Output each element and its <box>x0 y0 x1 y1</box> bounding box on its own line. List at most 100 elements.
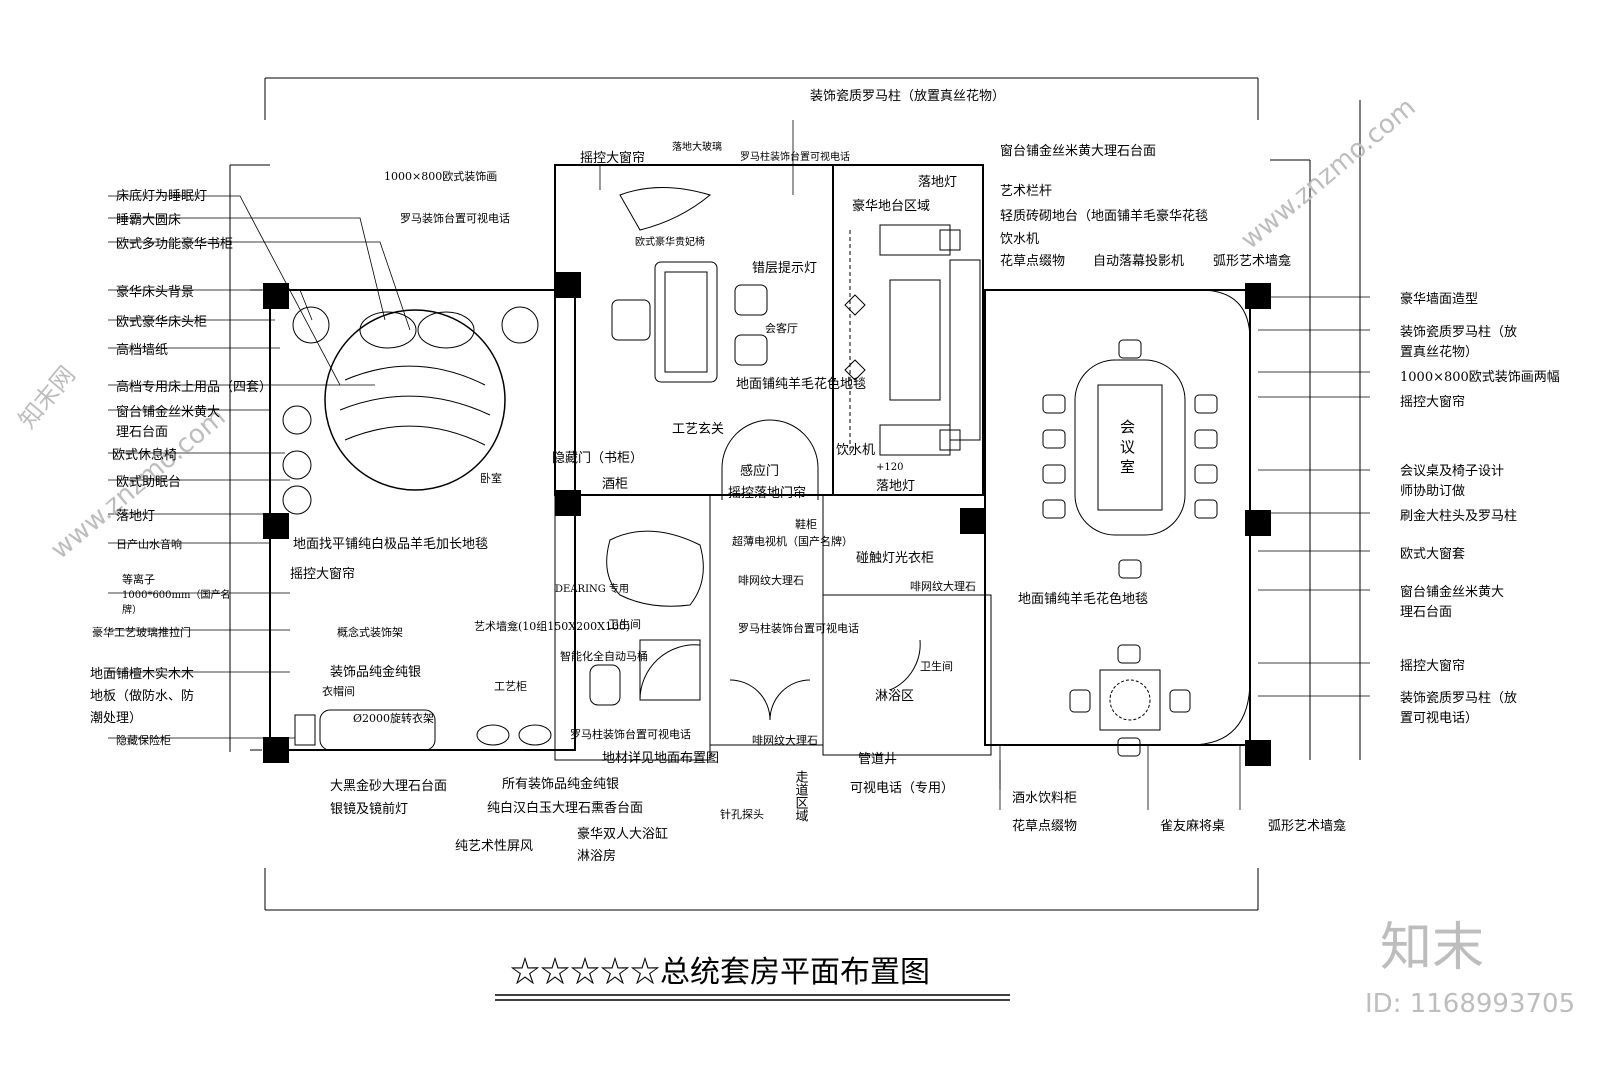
left-callout-10: 欧式助眠台 <box>116 475 181 490</box>
label-jade-marble: 纯白汉白玉大理石熏香台面 <box>487 800 643 816</box>
label-wine-cab: 酒水饮料柜 <box>1012 791 1077 806</box>
room-meeting-b: 议 <box>1120 438 1135 456</box>
right-callout-6: 师协助订做 <box>1400 484 1465 499</box>
label-pinhole: 针孔探头 <box>720 807 764 821</box>
label-roman-phone-mid: 罗马柱装饰台置可视电话 <box>738 621 859 635</box>
page-title: ☆☆☆☆☆总统套房平面布置图 <box>510 955 930 990</box>
label-double-tub: 豪华双人大浴缸 <box>577 826 668 842</box>
label-water-dispenser2: 饮水机 <box>836 443 875 458</box>
right-callout-11: 摇控大窗帘 <box>1400 658 1465 674</box>
label-floor-lamp2: 落地灯 <box>876 479 915 494</box>
room-shower: 淋浴区 <box>875 689 914 704</box>
watermark-site-left: 知末网 <box>13 361 81 434</box>
label-video-phone: 可视电话（专用） <box>850 781 954 796</box>
left-callout-20: 隐藏保险柜 <box>116 733 171 747</box>
label-water-dispenser: 饮水机 <box>1000 232 1039 247</box>
watermark: 知末 ID: 1168993705 知末网 www.znzmo.com www.… <box>13 92 1575 1019</box>
room-cabinet: 工艺柜 <box>494 680 527 693</box>
room-entrance: 工艺玄关 <box>672 422 724 437</box>
room-carpet-meeting: 地面铺纯羊毛花色地毯 <box>1018 591 1148 607</box>
label-bed-carpet: 地面找平铺纯白极品羊毛加长地毯 <box>293 536 488 552</box>
right-callouts: 豪华墙面造型 装饰瓷质罗马柱（放 置真丝花物） 1000×800欧式装饰画两幅 … <box>1400 291 1560 726</box>
room-bath2: 卫生间 <box>920 659 953 673</box>
left-callout-8: 理石台面 <box>116 425 168 440</box>
label-arc-niche-top: 弧形艺术墙龛 <box>1213 254 1291 269</box>
label-sill-marble-top: 窗台铺金丝米黄大理石台面 <box>1000 143 1156 159</box>
label-tv: 超薄电视机（国产名牌） <box>732 534 853 548</box>
left-callout-13: 等离子 <box>122 572 155 586</box>
room-shoe-cabinet: 鞋柜 <box>795 517 817 531</box>
left-callout-0: 床底灯为睡眠灯 <box>116 188 207 204</box>
label-roman-phone-top: 罗马柱装饰台置可视电话 <box>740 150 850 163</box>
right-callout-12: 装饰瓷质罗马柱（放 <box>1400 691 1517 706</box>
label-arc-niche-bottom: 弧形艺术墙龛 <box>1268 819 1346 834</box>
left-callout-2: 欧式多功能豪华书柜 <box>116 236 233 252</box>
label-projector: 自动落幕投影机 <box>1093 253 1184 269</box>
label-top-column: 装饰瓷质罗马柱（放置真丝花物） <box>810 88 1005 104</box>
room-wine-cabinet: 酒柜 <box>602 477 628 492</box>
room-labels: 卧室 会客厅 会 议 室 卫生间 卫生间 淋浴区 衣帽间 走道区域 感应门 管道… <box>322 321 1148 822</box>
right-callout-5: 会议桌及椅子设计 <box>1400 464 1504 479</box>
label-hidden-door: 隐藏门（书柜） <box>552 451 643 466</box>
label-art-screen: 纯艺术性屏风 <box>455 839 533 854</box>
label-marble-2: 啡网纹大理石 <box>910 579 976 593</box>
room-bedroom: 卧室 <box>480 471 502 485</box>
watermark-id: ID: 1168993705 <box>1365 989 1575 1019</box>
label-roman-phone-left: 罗马装饰台置可视电话 <box>400 211 510 225</box>
label-level-lamp: 错层提示灯 <box>752 260 817 276</box>
room-bath: 卫生间 <box>608 617 641 631</box>
label-marble-3: 啡网纹大理石 <box>752 733 818 747</box>
room-pipe-well: 管道井 <box>858 752 897 767</box>
right-callout-1: 装饰瓷质罗马柱（放 <box>1400 325 1517 340</box>
label-silver-deco: 装饰品纯金纯银 <box>330 664 421 680</box>
label-art-rail: 艺术栏杆 <box>1000 184 1052 199</box>
right-callout-13: 置可视电话） <box>1400 711 1478 726</box>
label-chaise: 欧式豪华贵妃椅 <box>635 235 705 248</box>
room-carpet-reception: 地面铺纯羊毛花色地毯 <box>736 376 866 392</box>
room-meeting-c: 室 <box>1120 458 1135 476</box>
left-callout-6: 高档专用床上用品（四套） <box>116 379 272 395</box>
leader-lines <box>108 120 1370 810</box>
left-callout-12: 日产山水音响 <box>116 537 182 551</box>
label-tub-brand: DEARING 专用 <box>555 582 629 595</box>
label-concept-shelf: 概念式装饰架 <box>337 625 403 639</box>
watermark-brand: 知末 <box>1380 918 1484 978</box>
label-painting-top: 1000×800欧式装饰画 <box>384 169 497 183</box>
room-meeting-a: 会 <box>1120 418 1135 436</box>
linework <box>229 77 1361 911</box>
label-rotating-closet: Ø2000旋转衣架 <box>353 711 434 725</box>
right-callout-8: 欧式大窗套 <box>1400 546 1465 562</box>
label-floor-detail: 地材详见地面布置图 <box>602 751 719 766</box>
meeting-chairs <box>1042 339 1218 579</box>
label-brick-platform: 轻质砖砌地台（地面铺羊毛豪华花毯 <box>1000 208 1208 224</box>
left-callout-3: 豪华床头背景 <box>116 284 194 300</box>
left-callout-1: 睡霸大圆床 <box>116 213 181 228</box>
label-mahjong: 雀友麻将桌 <box>1160 818 1225 834</box>
label-shower-room: 淋浴房 <box>577 848 616 864</box>
title-underline <box>495 994 1010 1001</box>
label-remote-door-curtain: 摇控落地门帘 <box>728 485 806 501</box>
left-callout-18: 地板（做防水、防 <box>90 688 194 704</box>
label-art-niche: 艺术墙龛(10组150X200X100) <box>474 619 630 633</box>
room-corridor: 走道区域 <box>793 770 809 822</box>
watermark-url-right: www.znzmo.com <box>1235 92 1421 255</box>
left-callout-19: 潮处理） <box>90 711 142 726</box>
left-callout-11: 落地灯 <box>116 509 155 524</box>
label-flower-deco2: 花草点缀物 <box>1012 818 1077 834</box>
label-marble-1: 啡网纹大理石 <box>738 573 804 587</box>
left-callouts: 床底灯为睡眠灯 睡霸大圆床 欧式多功能豪华书柜 豪华床头背景 欧式豪华床头柜 高… <box>90 188 272 747</box>
label-sand-marble: 大黑金砂大理石台面 <box>330 778 447 794</box>
label-flower-deco: 花草点缀物 <box>1000 253 1065 269</box>
room-induction-door: 感应门 <box>740 463 779 479</box>
right-callout-9: 窗台铺金丝米黄大 <box>1400 584 1504 600</box>
left-callout-5: 高档墙纸 <box>116 342 168 358</box>
room-reception: 会客厅 <box>765 321 798 335</box>
right-callout-7: 刷金大柱头及罗马柱 <box>1400 508 1517 524</box>
label-roman-phone-bottom: 罗马柱装饰台置可视电话 <box>570 727 691 741</box>
right-callout-10: 理石台面 <box>1400 605 1452 620</box>
label-lux-platform: 豪华地台区域 <box>852 198 930 214</box>
label-gold-deco: 所有装饰品纯金纯银 <box>502 776 619 792</box>
left-callout-4: 欧式豪华床头柜 <box>116 314 207 330</box>
